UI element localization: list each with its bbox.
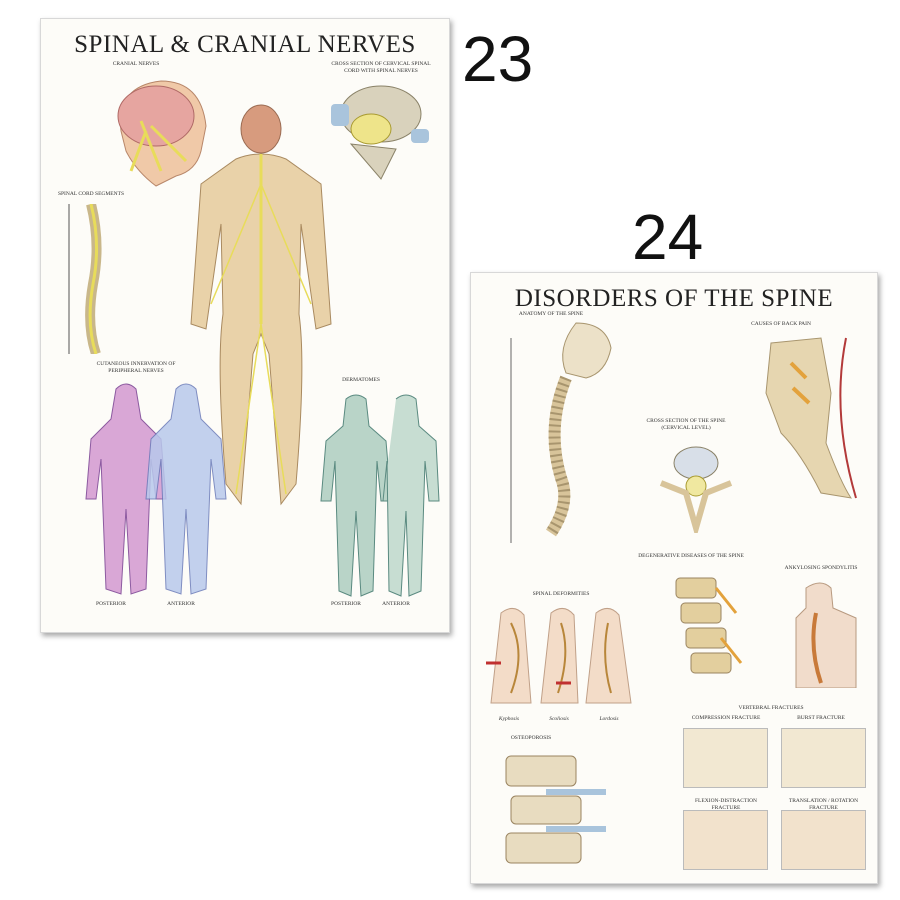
poster-title: DISORDERS OF THE SPINE — [514, 285, 834, 312]
section-label: SPINAL CORD SEGMENTS — [57, 191, 125, 197]
section-label: VERTEBRAL FRACTURES — [738, 705, 804, 711]
section-label: CUTANEOUS INNERVATION OF PERIPHERAL NERV… — [96, 361, 176, 374]
dermatomes-illustration — [320, 394, 440, 597]
poster-title: SPINAL & CRANIAL NERVES — [74, 31, 416, 58]
posterior-body-illustration — [190, 104, 332, 506]
spine-cross-section-illustration — [659, 446, 733, 533]
section-label: CRANIAL NERVES — [112, 61, 160, 67]
deformity-label-scoliosis: Scoliosis — [549, 716, 569, 722]
section-label: BURST FRACTURE — [797, 715, 845, 721]
section-label: DERMATOMES — [342, 377, 380, 383]
poster-spinal-cranial-nerves: SPINAL & CRANIAL NERVES CRANIAL NERVES C… — [40, 18, 450, 633]
view-label-posterior: POSTERIOR — [331, 601, 361, 607]
poster-disorders-of-the-spine: DISORDERS OF THE SPINE ANATOMY OF THE SP… — [470, 272, 878, 884]
view-label-anterior: ANTERIOR — [167, 601, 195, 607]
section-label: CROSS SECTION OF CERVICAL SPINAL CORD WI… — [331, 61, 431, 74]
poster-number-23: 23 — [462, 23, 534, 95]
osteoporosis-illustration — [505, 755, 606, 864]
back-pain-illustration — [765, 337, 857, 499]
spine-anatomy-illustration — [510, 322, 612, 543]
deformity-label-lordosis: Lordosis — [599, 716, 619, 722]
view-label-posterior: POSTERIOR — [96, 601, 126, 607]
section-label: OSTEOPOROSIS — [510, 735, 552, 741]
degenerative-spine-illustration — [675, 577, 743, 674]
poster-number-24: 24 — [632, 201, 704, 273]
flexion-distraction-fracture-illustration — [683, 810, 768, 870]
ankylosing-spondylitis-illustration — [795, 582, 857, 688]
section-label: SPINAL DEFORMITIES — [532, 591, 590, 597]
translation-rotation-fracture-illustration — [781, 810, 866, 870]
section-label: TRANSLATION / ROTATION FRACTURE — [788, 798, 859, 811]
cutaneous-innervation-illustration — [85, 383, 227, 595]
section-label: CROSS SECTION OF THE SPINE (CERVICAL LEV… — [646, 418, 726, 431]
burst-fracture-illustration — [781, 728, 866, 788]
section-label: COMPRESSION FRACTURE — [691, 715, 761, 721]
section-label: DEGENERATIVE DISEASES OF THE SPINE — [638, 553, 744, 559]
head-illustration — [117, 80, 207, 187]
spinal-segments-illustration — [68, 204, 102, 354]
compression-fracture-illustration — [683, 728, 768, 788]
section-label: CAUSES OF BACK PAIN — [751, 321, 811, 327]
section-label: ANATOMY OF THE SPINE — [518, 311, 584, 317]
spinal-deformities-illustration — [486, 608, 632, 704]
cord-cross-section-illustration — [331, 85, 429, 180]
section-label: ANKYLOSING SPONDYLITIS — [784, 565, 858, 571]
section-label: FLEXION-DISTRACTION FRACTURE — [694, 798, 758, 811]
deformity-label-kyphosis: Kyphosis — [498, 716, 520, 722]
view-label-anterior: ANTERIOR — [382, 601, 410, 607]
